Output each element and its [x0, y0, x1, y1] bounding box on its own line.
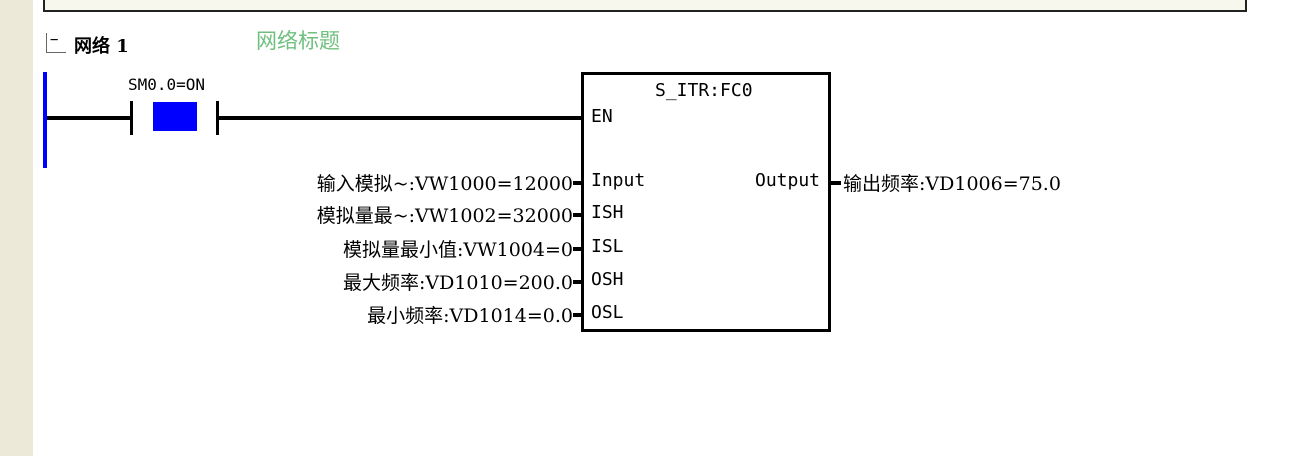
stub-ish — [573, 213, 581, 217]
pin-input: Input — [591, 170, 646, 191]
operand-isl[interactable]: 模拟量最小值:VW1004=0 — [342, 239, 573, 261]
contact-right-bar — [216, 101, 219, 135]
network-title[interactable]: 网络标题 — [256, 29, 340, 53]
operand-output[interactable]: 输出频率:VD1006=75.0 — [843, 173, 1061, 195]
pin-en: EN — [591, 106, 613, 127]
pin-output: Output — [755, 170, 821, 191]
operand-osl[interactable]: 最小频率:VD1014=0.0 — [367, 305, 573, 327]
pin-ish: ISH — [591, 202, 624, 223]
operand-osh[interactable]: 最大频率:VD1010=200.0 — [342, 272, 573, 294]
stub-isl — [573, 247, 581, 251]
contact-left-bar — [130, 101, 133, 135]
network-label: 网络 1 — [74, 36, 129, 57]
pin-isl: ISL — [591, 236, 624, 257]
stub-input — [573, 181, 581, 185]
contact-label: SM0.0=ON — [128, 75, 206, 94]
network-collapse-toggle[interactable]: − — [46, 32, 66, 53]
left-gutter — [0, 0, 33, 456]
collapse-icon: − — [50, 32, 59, 48]
rung-wire-left — [47, 116, 132, 120]
stub-osl — [573, 313, 581, 317]
stub-output — [831, 181, 841, 185]
function-block-name: S_ITR:FC0 — [655, 80, 753, 101]
pin-osl: OSL — [591, 302, 624, 323]
operand-ish[interactable]: 模拟量最~:VW1002=32000 — [316, 205, 573, 227]
power-rail — [43, 72, 47, 168]
contact-state-indicator[interactable] — [153, 102, 197, 131]
stub-osh — [573, 280, 581, 284]
rung-wire-right — [219, 116, 581, 120]
program-comment-box[interactable] — [43, 0, 1247, 12]
function-block[interactable] — [581, 72, 831, 332]
operand-input[interactable]: 输入模拟~:VW1000=12000 — [316, 173, 573, 195]
pin-osh: OSH — [591, 269, 624, 290]
